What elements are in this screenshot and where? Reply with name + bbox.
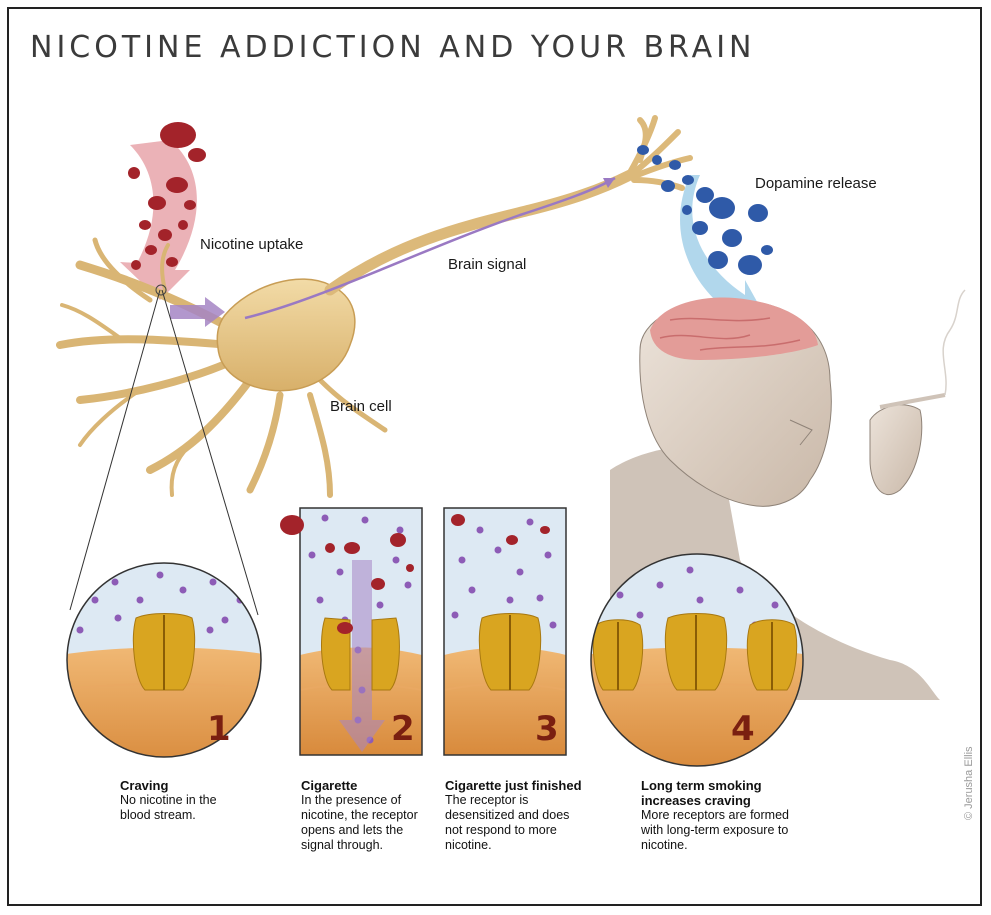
nicotine-uptake-arrow [120, 140, 197, 300]
caption-panel-2: Cigarette In the presence of nicotine, t… [301, 778, 441, 853]
panel-number-4: 4 [731, 709, 755, 749]
caption-heading: Long term smoking increases craving [641, 778, 831, 808]
panel-number-1: 1 [207, 709, 231, 749]
brain-cell-body [217, 279, 355, 391]
caption-body: More receptors are formed with long-term… [641, 808, 831, 853]
caption-panel-1: Craving No nicotine in the blood stream. [120, 778, 280, 823]
caption-heading: Cigarette just finished [445, 778, 615, 793]
caption-heading: Craving [120, 778, 280, 793]
label-nicotine-uptake: Nicotine uptake [200, 236, 303, 253]
label-brain-signal: Brain signal [448, 256, 526, 273]
axon-terminals [628, 118, 690, 188]
nicotine-particle-outside [280, 515, 304, 535]
artist-credit: © Jerusha Ellis [963, 746, 975, 820]
caption-panel-4: Long term smoking increases craving More… [641, 778, 831, 853]
label-brain-cell: Brain cell [330, 398, 392, 415]
label-dopamine-release: Dopamine release [755, 175, 877, 192]
panel-number-3: 3 [535, 709, 559, 749]
caption-panel-3: Cigarette just finished The receptor is … [445, 778, 615, 853]
caption-body: In the presence of nicotine, the recepto… [301, 793, 441, 853]
caption-body: No nicotine in the blood stream. [120, 793, 280, 823]
panel-number-2: 2 [391, 709, 415, 749]
panel-1-illustration [60, 555, 270, 770]
receptor-1 [133, 614, 194, 691]
caption-body: The receptor is desensitized and does no… [445, 793, 615, 853]
caption-heading: Cigarette [301, 778, 441, 793]
